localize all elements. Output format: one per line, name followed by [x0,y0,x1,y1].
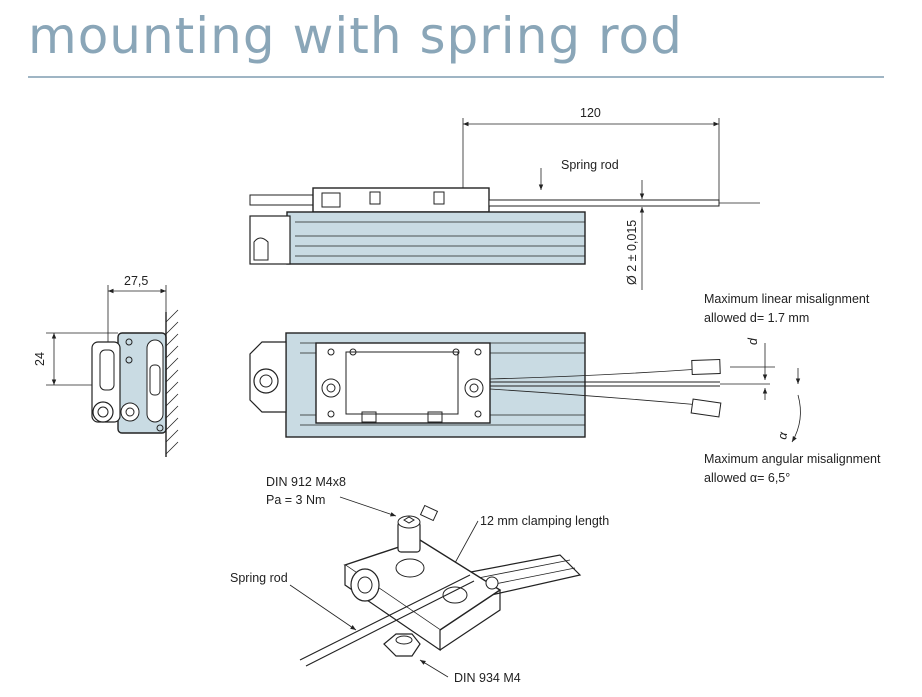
spring-rod-label-bottom: Spring rod [230,571,288,585]
diameter-label: Ø 2 ± 0,015 [625,220,639,285]
din934-label: DIN 934 M4 [454,671,521,685]
scale-profile-side [286,211,586,265]
title-rule [28,76,884,78]
angular-misalignment-line1: Maximum angular misalignment [704,452,881,466]
d-symbol: d [746,337,760,345]
page-title: mounting with spring rod [28,7,683,65]
linear-misalignment-line2: allowed d= 1.7 mm [704,311,809,325]
linear-misalignment-line1: Maximum linear misalignment [704,292,870,306]
dimension-24-label: 24 [33,352,47,366]
din912-label-line1: DIN 912 M4x8 [266,475,346,489]
dimension-120-label: 120 [580,106,601,120]
top-view-middle: d α Maximum linear misalignment allowed … [249,292,881,485]
isometric-view: DIN 912 M4x8 Pa = 3 Nm 12 mm clamping le… [230,475,609,685]
side-view-top: 120 Spring rod Ø 2 ± 0,015 [249,106,760,290]
spring-rod-label-top: Spring rod [561,158,619,172]
cross-section-view: 27,5 24 [33,274,179,457]
din912-label-line2: Pa = 3 Nm [266,493,325,507]
alpha-symbol: α [775,430,790,440]
angular-misalignment-line2: allowed α= 6,5° [704,471,790,485]
dimension-27-5-label: 27,5 [124,274,148,288]
spring-rod-side [488,199,720,207]
clamping-length-label: 12 mm clamping length [480,514,609,528]
reading-head-side [312,187,490,213]
